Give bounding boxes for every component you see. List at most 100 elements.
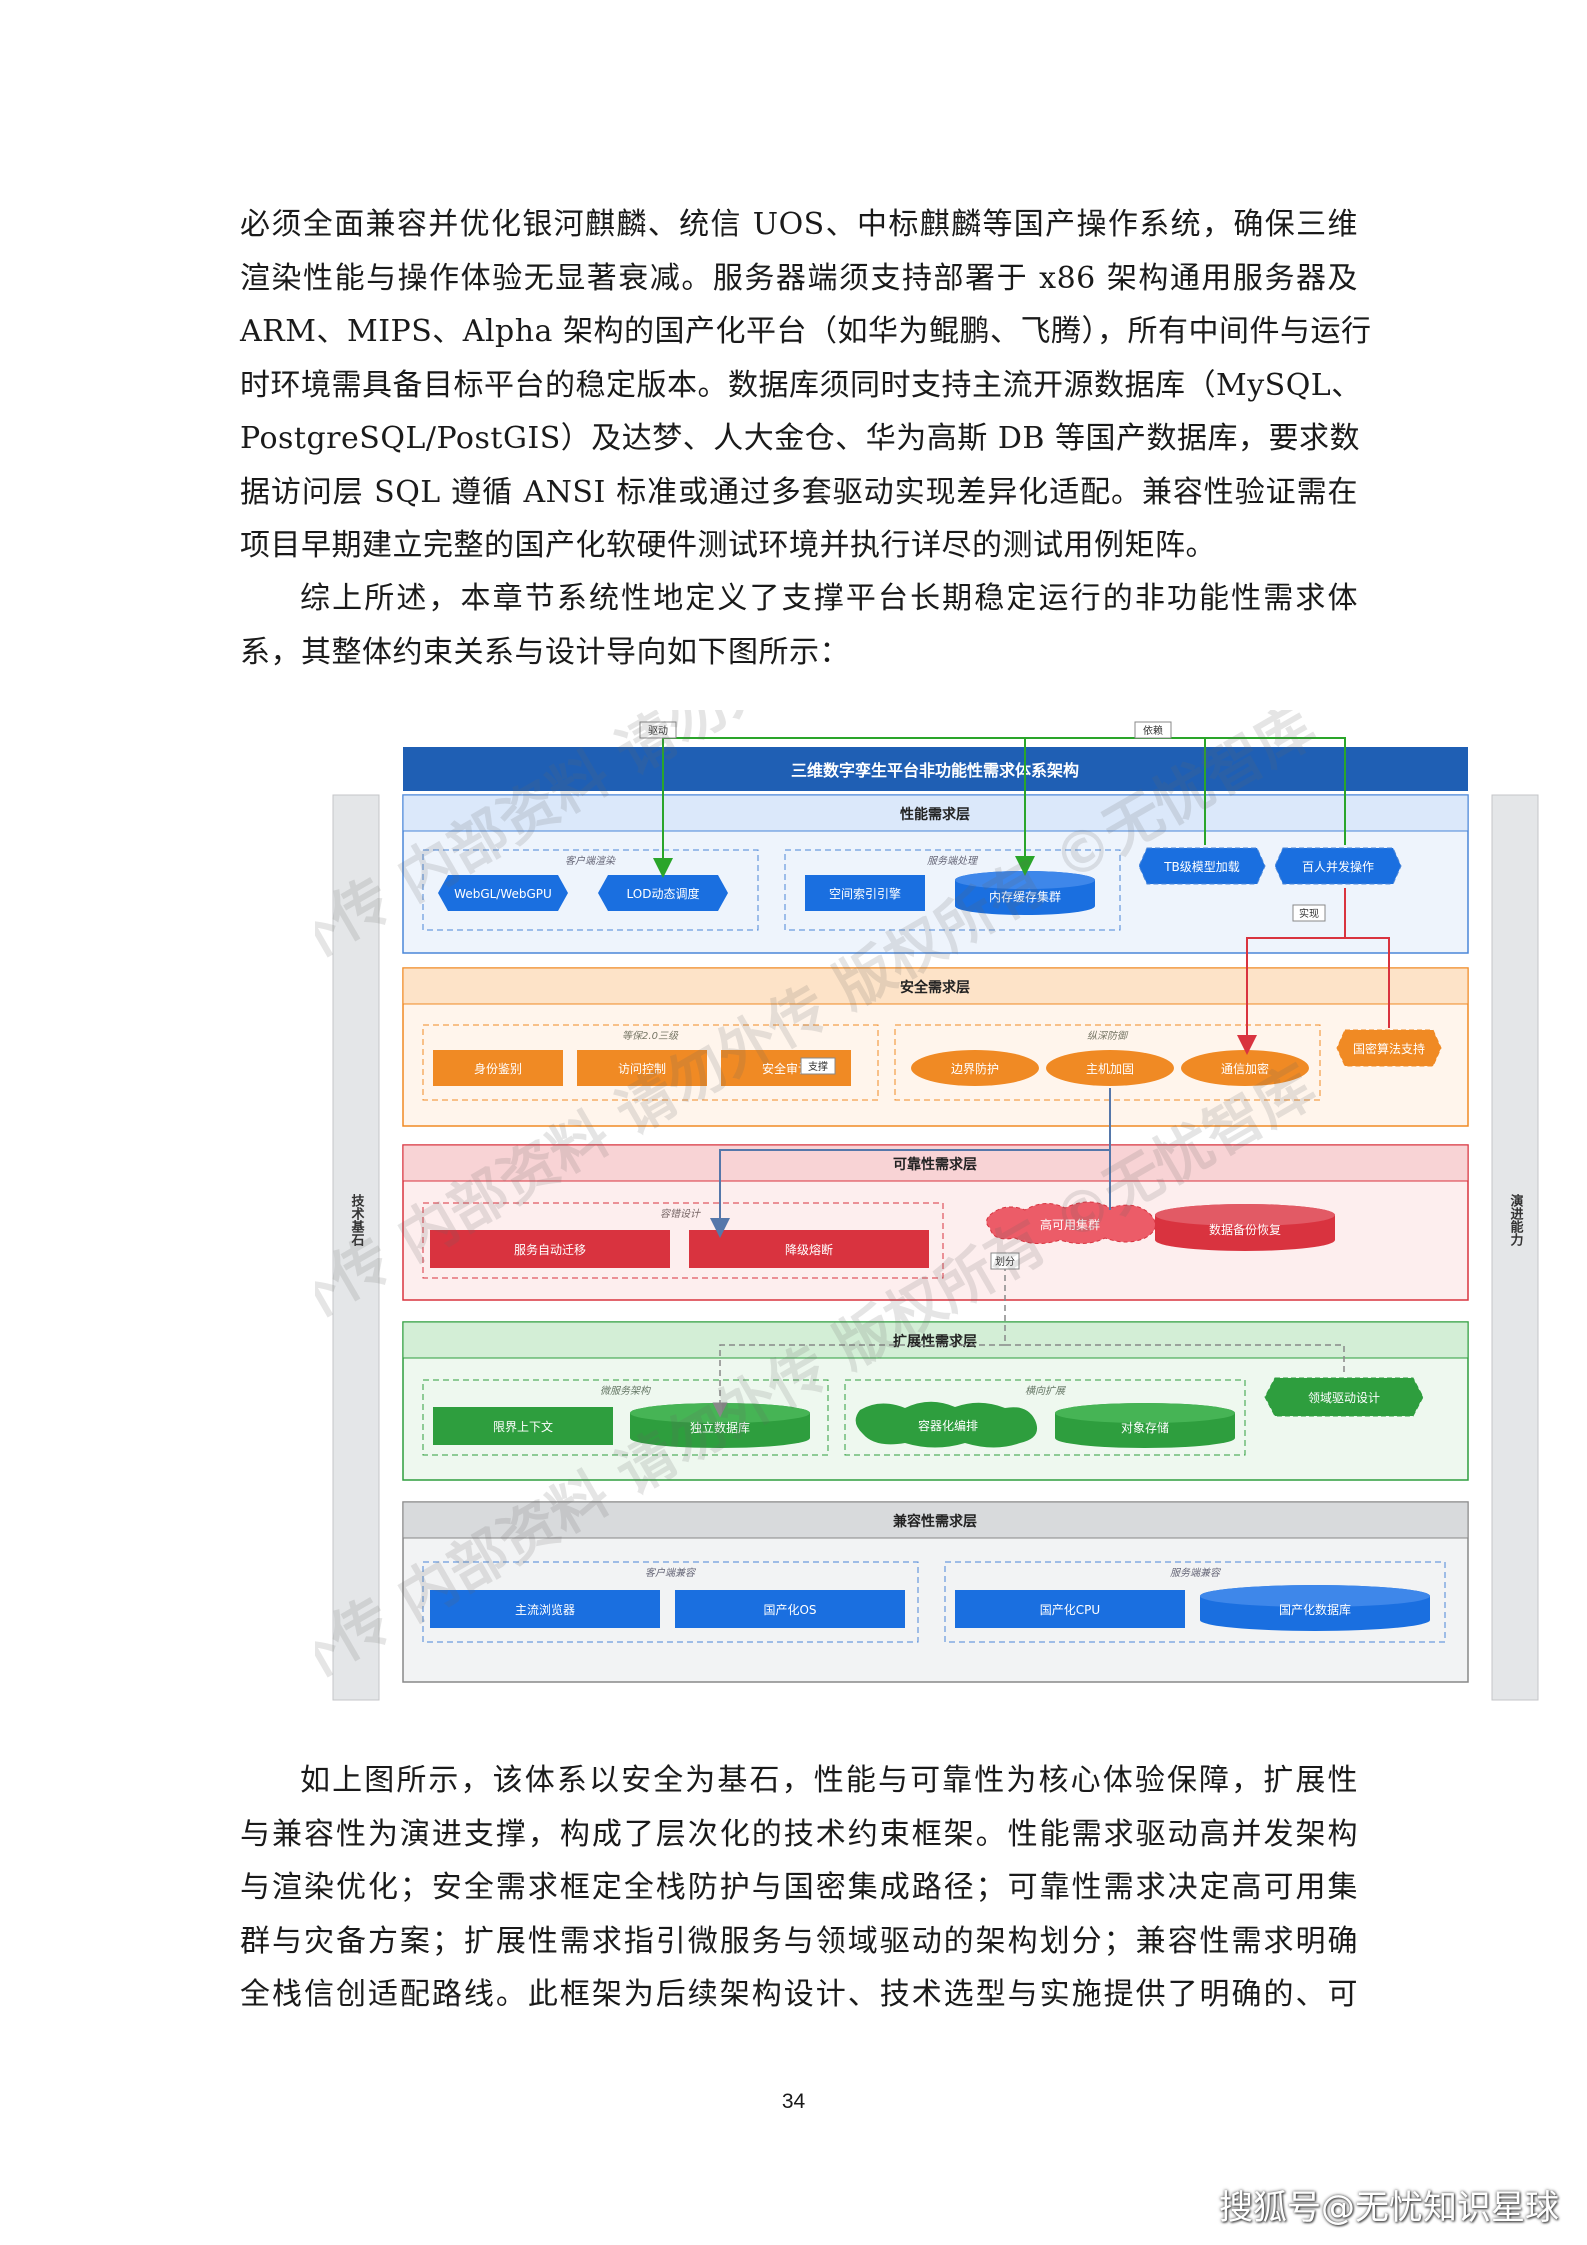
compatibility-layer-header <box>402 1501 1469 1539</box>
node-ha-cluster <box>986 1201 1156 1244</box>
edge-implement <box>1237 888 1346 1055</box>
text-line: 渲染性能与操作体验无显著衰减。服务器端须支持部署于 x86 架构通用服务器及 <box>240 260 1358 296</box>
text-line: ARM、MIPS、Alpha 架构的国产化平台（如华为鲲鹏、飞腾），所有中间件与… <box>240 314 1372 349</box>
paragraph-summary: 综上所述，本章节系统性地定义了支撑平台长期稳定运行的非功能性需求体 系，其整体约… <box>240 572 1358 679</box>
node-label: 访问控制 <box>618 1062 666 1076</box>
edge-label-box <box>1134 721 1172 739</box>
node-spatial-index <box>805 875 925 911</box>
group-horizontal-scaling <box>844 1379 1246 1456</box>
group-label: 客户端兼容 <box>645 1567 697 1579</box>
node-webgl-webgpu <box>438 875 568 911</box>
node-label: 数据备份恢复 <box>1209 1222 1281 1237</box>
text-line: 时环境需具备目标平台的稳定版本。数据库须同时支持主流开源数据库（MySQL、 <box>240 367 1362 403</box>
node-host-hardening <box>1046 1050 1174 1086</box>
edge-implement-sm <box>1345 937 1390 1028</box>
node-label: TB级模型加载 <box>1163 860 1240 874</box>
node-label: 对象存储 <box>1121 1420 1169 1435</box>
group-client-compat <box>422 1561 919 1643</box>
group-label: 客户端渲染 <box>565 855 616 867</box>
node-bounded-context <box>433 1407 613 1445</box>
edge-label-drive: 驱动 <box>648 725 668 737</box>
text-line: 必须全面兼容并优化银河麒麟、统信 UOS、中标麒麟等国产操作系统，确保三维 <box>240 207 1358 242</box>
group-client-render <box>422 849 759 931</box>
node-auto-migration <box>430 1230 670 1268</box>
cylinder-top <box>1200 1585 1430 1607</box>
node-sm-crypto <box>1336 1029 1442 1067</box>
node-label: 独立数据库 <box>690 1420 750 1435</box>
node-label: WebGL/WebGPU <box>454 887 552 901</box>
edge-label-box <box>990 1252 1020 1270</box>
reliability-layer-title: 可靠性需求层 <box>893 1156 977 1173</box>
node-tb-model-loading <box>1138 847 1266 885</box>
edge-partition <box>712 1255 1006 1418</box>
cylinder-top <box>955 871 1095 889</box>
left-pillar <box>332 794 380 1701</box>
node-access-control <box>577 1050 707 1086</box>
diagram-title-bar <box>403 747 1468 791</box>
node-label: 服务自动迁移 <box>514 1242 586 1257</box>
security-layer-title: 安全需求层 <box>900 979 970 996</box>
node-label: 主机加固 <box>1086 1062 1134 1076</box>
architecture-diagram: 技术基石 演进能力 三维数字孪生平台非功能性需求体系架构 性能需求层 客户端渲染… <box>315 710 1555 1730</box>
node-label: 百人并发操作 <box>1302 859 1374 874</box>
node-domestic-cpu <box>955 1590 1185 1628</box>
group-server-process <box>784 849 1121 931</box>
group-label: 横向扩展 <box>1025 1385 1066 1397</box>
compatibility-layer-title: 兼容性需求层 <box>893 1513 977 1530</box>
page-number: 34 <box>781 2090 806 2113</box>
paragraph-conclusion: 如上图所示，该体系以安全为基石，性能与可靠性为核心体验保障，扩展性 与兼容性为演… <box>240 1754 1358 2022</box>
node-label: 安全审计 <box>762 1061 810 1076</box>
node-label: 降级熔断 <box>785 1242 833 1257</box>
edge-label-box <box>1292 904 1326 922</box>
node-domestic-os <box>675 1590 905 1628</box>
text-line: 综上所述，本章节系统性地定义了支撑平台长期稳定运行的非功能性需求体 <box>300 581 1358 616</box>
group-fault-tolerance <box>422 1202 944 1279</box>
group-label: 等保2.0三级 <box>622 1030 679 1042</box>
edge-partition-ddd <box>1005 1344 1345 1376</box>
node-label: 限界上下文 <box>493 1419 553 1434</box>
edge-label-partition: 划分 <box>995 1255 1015 1268</box>
cylinder-top <box>1155 1204 1335 1226</box>
group-label: 容错设计 <box>660 1208 701 1220</box>
group-label: 微服务架构 <box>600 1385 652 1397</box>
node-label: 内存缓存集群 <box>989 889 1061 904</box>
edge-label-box <box>639 721 677 739</box>
group-server-compat <box>944 1561 1446 1643</box>
text-line: 系，其整体约束关系与设计导向如下图所示： <box>240 634 850 670</box>
group-defense-in-depth <box>894 1024 1321 1101</box>
node-label: 身份鉴别 <box>474 1061 522 1076</box>
node-label: LOD动态调度 <box>627 886 700 901</box>
edge-label-implement: 实现 <box>1299 907 1319 920</box>
diagram-title: 三维数字孪生平台非功能性需求体系架构 <box>791 761 1079 780</box>
group-label: 服务端兼容 <box>1170 1567 1222 1579</box>
node-label: 主流浏览器 <box>515 1602 575 1617</box>
cylinder-top <box>1055 1403 1235 1423</box>
node-label: 领域驱动设计 <box>1308 1391 1380 1405</box>
node-concurrency <box>1274 847 1402 885</box>
source-watermark: 搜狐号@无忧知识星球 <box>1219 2188 1559 2228</box>
text-line: 项目早期建立完整的国产化软硬件测试环境并执行详尽的测试用例矩阵。 <box>240 528 1216 563</box>
node-mainstream-browsers <box>430 1590 660 1628</box>
performance-layer-title: 性能需求层 <box>900 806 970 823</box>
text-line: PostgreSQL/PostGIS）及达梦、人大金仓、华为高斯 DB 等国产数… <box>240 421 1360 456</box>
group-label: 服务端处理 <box>927 855 979 867</box>
right-pillar-label: 演进能力 <box>1508 1193 1524 1247</box>
text-line: 据访问层 SQL 遵循 ANSI 标准或通过多套驱动实现差异化适配。兼容性验证需… <box>240 474 1358 510</box>
group-microservices <box>422 1379 829 1456</box>
node-label: 边界防护 <box>951 1061 999 1076</box>
edge-depend <box>1205 737 1346 845</box>
group-label: 纵深防御 <box>1087 1030 1129 1042</box>
node-label: 国产化数据库 <box>1279 1602 1351 1617</box>
node-label: 容器化编排 <box>918 1418 978 1433</box>
edge-label-box <box>800 1057 836 1075</box>
node-boundary-protection <box>911 1050 1039 1086</box>
node-container-orchestration <box>855 1401 1038 1448</box>
node-label: 国产化CPU <box>1040 1603 1100 1617</box>
node-identity-auth <box>433 1050 563 1086</box>
node-label: 空间索引引擎 <box>829 886 901 901</box>
text-line: 与兼容性为演进支撑，构成了层次化的技术约束框架。性能需求驱动高并发架构 <box>240 1816 1358 1852</box>
node-lod-scheduling <box>598 875 728 911</box>
node-label: 国密算法支持 <box>1353 1041 1425 1056</box>
node-label: 国产化OS <box>763 1603 816 1617</box>
text-line: 群与灾备方案；扩展性需求指引微服务与领域驱动的架构划分；兼容性需求明确 <box>240 1923 1358 1959</box>
